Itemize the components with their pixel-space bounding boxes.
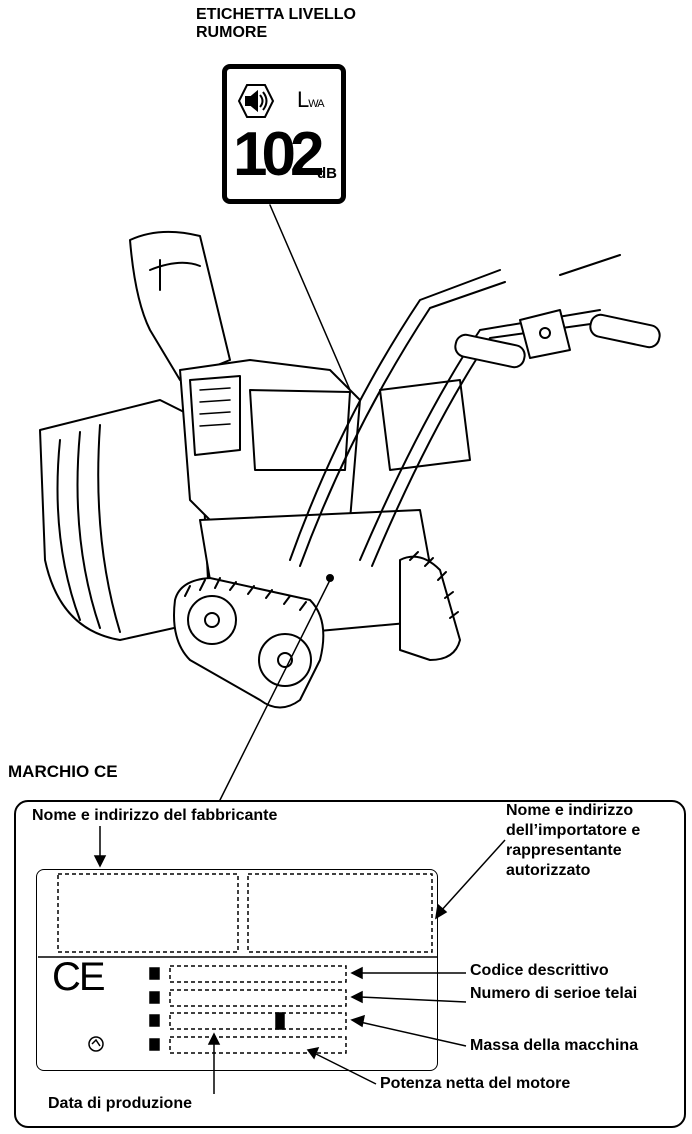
noise-level-label: LWA 102 dB (222, 64, 346, 204)
ce-symbol: CE (52, 955, 106, 999)
ce-plate-frame (14, 800, 686, 1128)
noise-unit: dB (317, 165, 337, 182)
serial-number-callout: Numero di serioe telai (470, 985, 638, 1002)
description-code-callout: Codice descrittivo (470, 962, 609, 979)
engine-power-callout: Potenza netta del motore (380, 1075, 571, 1092)
recycle-mark-icon (88, 1036, 104, 1052)
machine-mass-callout: Massa della macchina (470, 1037, 639, 1054)
ce-mark-title: MARCHIO CE (8, 762, 118, 781)
manufacturer-callout: Nome e indirizzo del fabbricante (32, 807, 278, 824)
description-code-field (169, 965, 347, 983)
importer-field (247, 873, 433, 953)
importer-callout: Nome e indirizzo dell’importatore e rapp… (506, 802, 641, 879)
sound-power-icon (237, 84, 275, 118)
mass-field (169, 1012, 347, 1030)
ce-nameplate (36, 869, 438, 1071)
noise-value: 102 (233, 120, 324, 189)
left-handle (289, 269, 501, 561)
ce-mark-pointer (219, 579, 331, 801)
production-date-callout: Data di produzione (48, 1095, 192, 1112)
noise-label-title: ETICHETTA LIVELLO RUMORE (196, 6, 356, 41)
manufacturer-field (57, 873, 239, 953)
lwa-symbol: LWA (297, 87, 325, 112)
noise-label-pointer (269, 204, 351, 391)
serial-number-field (169, 989, 347, 1007)
power-field (169, 1036, 347, 1054)
